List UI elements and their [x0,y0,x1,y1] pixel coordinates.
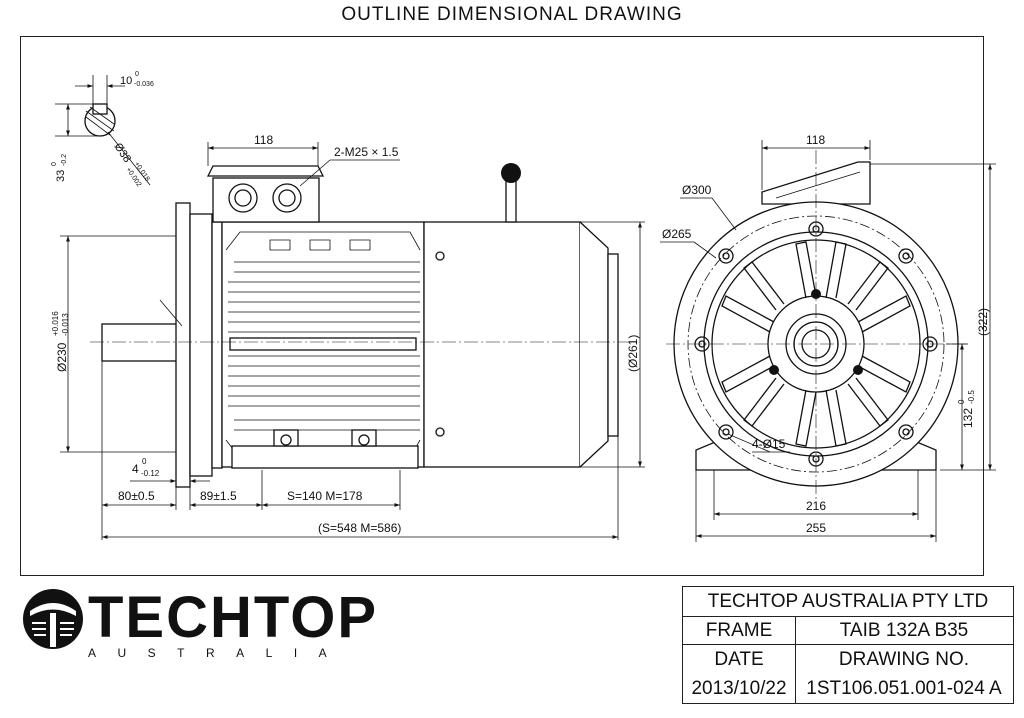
svg-text:-0.013: -0.013 [61,313,70,336]
mounting-flange [175,202,191,488]
svg-text:+0.016: +0.016 [51,311,60,336]
overall-length-label: (S=548 M=586) [318,521,401,535]
lever-knob [501,163,521,183]
flange-dia-label: Ø300 [682,183,712,197]
logo-wordmark: TECHTOP [88,585,379,650]
date-value: 2013/10/22 [691,677,787,699]
drawing-title: OUTLINE DIMENSIONAL DRAWING [341,4,683,25]
shaft [101,323,178,362]
brake-release-lever [505,177,517,223]
flange-holes-label: 4-Ø15 [752,437,786,451]
spigot-dia-label: Ø230 [55,342,69,372]
key-width-label: 10 [120,75,132,87]
svg-text:0: 0 [135,71,139,78]
date-label: DATE [714,648,764,670]
svg-text:-0.5: -0.5 [967,390,976,404]
title-block-date-row: DATE DRAWING NO. [683,645,1013,674]
overall-height-label: (322) [976,308,990,336]
end-view-spokes [721,241,911,447]
title-block-company-row: TECHTOP AUSTRALIA PTY LTD [683,587,1013,617]
brake-fan-cover [423,221,581,468]
pcd-label: Ø265 [662,227,692,241]
foot-spacing-label: S=140 M=178 [287,489,363,503]
title-block: TECHTOP AUSTRALIA PTY LTD FRAME TAIB 132… [682,586,1014,704]
drawing-no-label: DRAWING NO. [838,648,970,670]
svg-text:-0.036: -0.036 [134,81,154,88]
section-hatch [85,106,115,136]
spigot-depth-label: 4 [132,462,139,476]
frame-label: FRAME [705,619,773,641]
motor-side-view: 118 2-M25 × 1.5 Ø230 +0.016 -0.013 4 0 -… [51,133,645,540]
keyway [92,103,108,115]
frame-value: TAIB 132A B35 [839,619,969,641]
svg-text:-0.12: -0.12 [141,469,160,478]
company-name: TECHTOP AUSTRALIA PTY LTD [707,590,989,612]
mounting-feet [231,445,419,469]
motor-end-view: 118 Ø300 Ø265 (322) 132 0 -0.5 4-Ø15 216… [660,133,996,542]
drawing-no-value: 1ST106.051.001-024 A [806,677,1002,699]
tbox-width-side-label: 118 [254,133,273,147]
svg-text:0: 0 [51,162,58,166]
key-height-label: 33 [55,170,67,182]
svg-text:0: 0 [142,457,147,466]
body-dia-label: (Ø261) [626,335,640,372]
svg-text:0: 0 [957,399,966,404]
svg-text:-0.2: -0.2 [61,154,68,166]
shaft-dia-label: Ø38 [112,141,134,165]
drawing-frame [20,36,984,576]
shaft-to-foot-label: 89±1.5 [200,489,237,503]
logo-subtitle: AUSTRALIA [88,646,349,660]
cable-gland-label: 2-M25 × 1.5 [334,145,399,159]
title-block-values-row: 2013/10/22 1ST106.051.001-024 A [683,674,1013,703]
shaft-key-section: 10 0 -0.036 33 0 -0.2 Ø38 +0.018 +0.002 [51,71,154,188]
shaft-length-label: 80±0.5 [118,489,155,503]
cable-gland-2 [272,183,302,213]
foot-width-label: 255 [806,521,826,535]
nameplate-rail [229,337,417,351]
foot-hole-spacing-label: 216 [806,499,826,513]
shaft-height-label: 132 [961,408,975,428]
tbox-width-end-label: 118 [806,133,825,147]
title-block-frame-row: FRAME TAIB 132A B35 [683,617,1013,645]
cooling-fins [228,281,420,407]
cable-gland-1 [228,183,258,213]
techtop-logo [23,589,83,649]
